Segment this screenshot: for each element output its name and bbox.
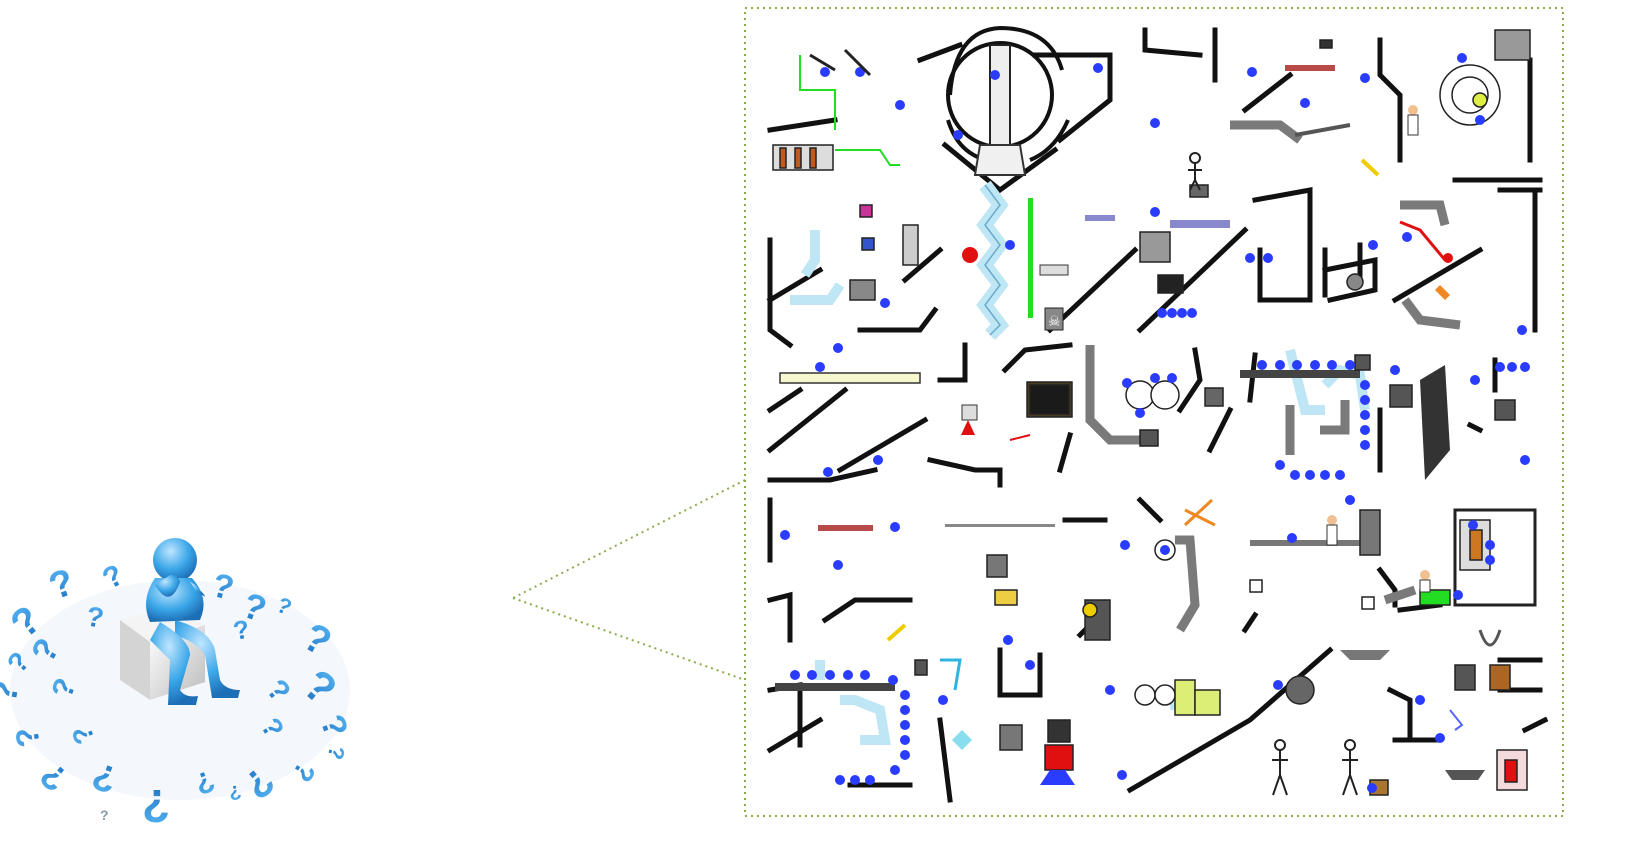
slanted-tower	[1420, 365, 1450, 480]
machine-schematic-map: ☠	[766, 25, 1549, 803]
map-nodes	[780, 53, 1530, 793]
green-laser	[1028, 198, 1033, 318]
svg-text:?: ?	[100, 807, 109, 823]
gray-conduits	[1085, 120, 1461, 633]
central-column	[989, 44, 1011, 146]
thinking-person-icon: ? ? ? ? ? ? ? ? ? ? ? ? ? ? ? ? ? ? ? ? …	[0, 538, 355, 832]
svg-text:?: ?	[84, 600, 106, 634]
svg-text:?: ?	[231, 614, 252, 646]
svg-text:?: ?	[44, 561, 80, 608]
stick-figures	[1188, 152, 1358, 796]
svg-text:☠: ☠	[1048, 314, 1061, 330]
svg-text:?: ?	[323, 744, 350, 762]
map-details	[799, 48, 1502, 785]
figure-body	[146, 538, 240, 705]
svg-text:?: ?	[142, 780, 170, 832]
people	[1326, 105, 1431, 593]
svg-text:?: ?	[227, 780, 243, 804]
conveyors	[775, 65, 1370, 691]
callout-pointer	[512, 479, 746, 681]
